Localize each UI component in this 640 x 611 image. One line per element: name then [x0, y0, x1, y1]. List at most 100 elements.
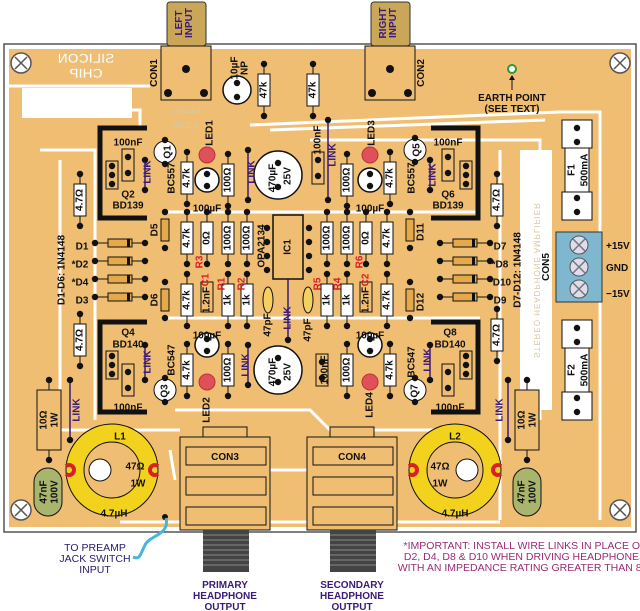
solder-pad — [161, 244, 169, 252]
component-label: 47pF — [263, 313, 274, 336]
component-label: OPA2134 — [257, 224, 268, 268]
solder-pad — [323, 270, 331, 278]
toroid-core — [426, 441, 484, 499]
component-label: 47k — [259, 81, 270, 98]
component-label: 4.7Ω — [75, 329, 86, 351]
component-label: 100V — [528, 480, 539, 504]
preamp-note-2: JACK SWITCH — [59, 553, 130, 565]
solder-pad — [161, 398, 169, 406]
component-label: 10Ω — [517, 410, 528, 429]
fuse — [564, 147, 590, 193]
solder-pad — [124, 169, 132, 177]
component-label: D3 — [76, 296, 89, 307]
capacitor — [357, 332, 383, 358]
resistor — [240, 221, 254, 255]
heatsink-bracket — [431, 125, 481, 221]
component-label: R1 — [217, 277, 228, 290]
fuse — [564, 347, 590, 393]
component-label: LINK — [143, 350, 154, 374]
component-label: *D10 — [489, 278, 512, 289]
solder-pad — [411, 134, 419, 142]
diode — [160, 218, 170, 242]
component-label: 100Ω — [223, 358, 234, 383]
pin-gnd: GND — [606, 263, 628, 274]
board-copyright: © 2005 — [172, 121, 198, 130]
solder-pad — [161, 160, 169, 168]
resistor-body — [88, 458, 112, 482]
resistor — [240, 283, 254, 317]
component-label: 4.7k — [382, 228, 393, 248]
led — [198, 146, 216, 164]
solder-pad — [263, 224, 271, 232]
con5-power-terminal[interactable]: CON5 +15V GND −15V — [541, 231, 630, 303]
solder-pad — [224, 208, 232, 216]
component-label: 1W — [433, 479, 449, 490]
solder-pad — [504, 376, 512, 384]
diode — [452, 274, 478, 284]
diode-band — [127, 239, 130, 247]
heatsink-bracket — [431, 319, 481, 415]
resistor — [200, 221, 214, 255]
solder-pad — [426, 376, 434, 384]
board-name: STEREO HEADPHONE AMPLIFIER — [532, 202, 541, 358]
diode-band — [127, 293, 130, 301]
solder-pad — [243, 322, 251, 330]
solder-pad — [76, 310, 84, 318]
component-label: 100µF — [356, 331, 385, 342]
component-label: R2 — [237, 277, 248, 290]
con3-label-1: PRIMARY — [202, 580, 248, 591]
solder-pad — [183, 392, 191, 400]
solder-pad — [444, 384, 452, 392]
con2-label-2: INPUT — [388, 8, 399, 38]
component-label: R4 — [333, 277, 344, 290]
component-label: 0Ω — [202, 231, 213, 245]
component-label: 47k — [308, 81, 319, 98]
solder-pad — [343, 202, 351, 210]
solder-pad — [108, 370, 116, 378]
solder-pad — [183, 148, 191, 156]
component-label: F1 — [567, 164, 578, 176]
con3-primary-headphone-jack[interactable]: CON3 PRIMARY HEADPHONE OUTPUT — [179, 426, 271, 611]
component-label: 100nF — [436, 403, 465, 414]
brand-line-2: CHIP — [69, 65, 102, 81]
component-label: IC1 — [283, 239, 294, 255]
component-label: 4.7Ω — [75, 189, 86, 211]
con2-right-input[interactable]: RIGHT INPUT CON2 — [364, 1, 427, 101]
component-label: C1 — [201, 273, 212, 286]
con4-label-1: SECONDARY — [320, 580, 384, 591]
component-label: 100Ω — [322, 226, 333, 251]
solder-pad — [309, 60, 317, 68]
component-label: BD139 — [432, 201, 464, 212]
solder-pad — [274, 378, 282, 386]
component-label: 1k — [242, 294, 253, 306]
resistor — [180, 221, 194, 255]
component-label: LINK — [428, 163, 439, 187]
component-label: 100nF — [313, 126, 324, 155]
diode — [107, 274, 133, 284]
solder-pad — [284, 336, 292, 344]
component-label: LINK — [328, 143, 339, 167]
component-label: 100Ω — [342, 358, 353, 383]
solder-pad — [108, 171, 116, 179]
solder-pad — [141, 186, 149, 194]
con1-left-input[interactable]: LEFT INPUT CON1 — [149, 1, 212, 101]
component-label: 500mA — [580, 154, 591, 187]
solder-pad — [386, 148, 394, 156]
solder-pad — [76, 170, 84, 178]
solder-pad — [504, 436, 512, 444]
capacitor — [253, 150, 303, 200]
con4-secondary-headphone-jack[interactable]: CON4 SECONDARY HEADPHONE OUTPUT — [306, 426, 398, 611]
toroid-wire-end — [407, 463, 503, 477]
solder-pad — [243, 260, 251, 268]
solder-pad — [493, 170, 501, 178]
component-label: 25V — [283, 363, 294, 381]
component-label: Q7 — [410, 384, 421, 398]
component-label: D11 — [416, 223, 427, 241]
resistor — [221, 163, 235, 197]
solder-pad — [573, 138, 581, 146]
component-label: Q6 — [441, 190, 455, 201]
component-label: *D8 — [492, 260, 509, 271]
component-label: Q2 — [121, 190, 135, 201]
solder-pad — [161, 314, 169, 322]
solder-pad — [224, 260, 232, 268]
